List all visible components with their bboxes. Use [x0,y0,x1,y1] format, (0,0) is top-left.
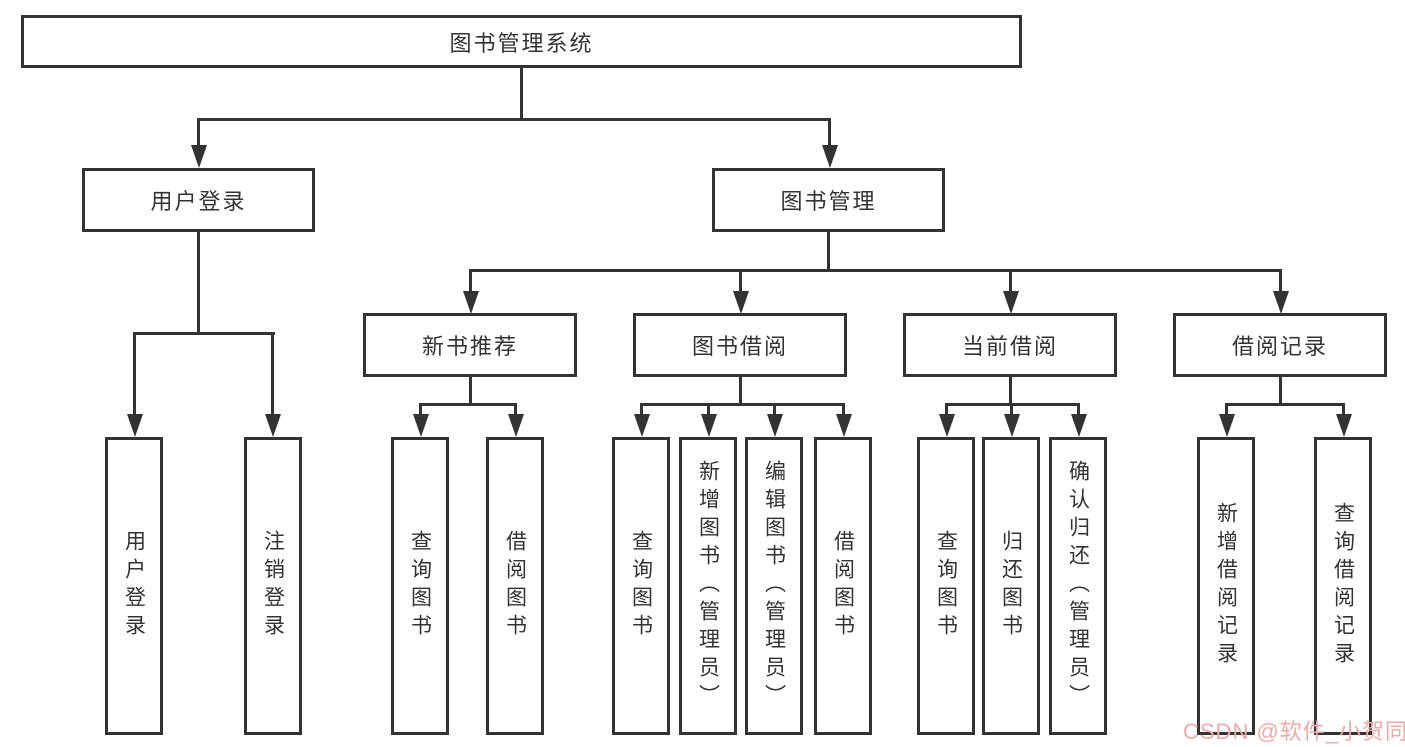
connector-book-mgmt-trunk [827,232,830,272]
node-new-book-recommendation: 新书推荐 [363,313,577,377]
connector-stem [945,403,948,417]
node-user-login-branch: 用户登录 [82,168,315,232]
leaf-user-login: 用户登录 [105,437,163,735]
connector-stem [271,332,274,417]
arrowhead-down-icon [822,145,838,168]
connector-splitter [1225,403,1345,406]
connector-section-trunk [1009,377,1012,406]
connector-section-trunk [739,377,742,406]
arrowhead-down-icon [733,291,749,314]
arrowhead-down-icon [701,414,717,437]
connector-level2-splitter [197,118,831,121]
connector-splitter [419,403,517,406]
leaf-query-books-borrow: 查询图书 [612,437,670,735]
arrowhead-down-icon [1273,291,1289,314]
connector-stem [828,118,831,149]
arrowhead-down-icon [1219,414,1235,437]
arrowhead-down-icon [1071,414,1087,437]
arrowhead-down-icon [836,414,852,437]
arrowhead-down-icon [191,145,207,168]
arrowhead-down-icon [1336,414,1352,437]
arrowhead-down-icon [463,291,479,314]
node-borrowing-records: 借阅记录 [1173,313,1387,377]
leaf-query-books-current: 查询图书 [917,437,975,735]
leaf-query-borrow-record: 查询借阅记录 [1314,437,1372,735]
arrowhead-down-icon [413,414,429,437]
node-root-system: 图书管理系统 [21,15,1022,68]
connector-stem [419,403,422,417]
arrowhead-down-icon [1004,414,1020,437]
arrowhead-down-icon [1003,291,1019,314]
connector-stem [842,403,845,417]
arrowhead-down-icon [634,414,650,437]
leaf-query-books-recommend: 查询图书 [391,437,449,735]
connector-stem [707,403,710,417]
leaf-add-borrow-record: 新增借阅记录 [1197,437,1255,735]
connector-root-trunk [520,68,523,120]
node-book-management-branch: 图书管理 [712,168,945,232]
connector-stem [1225,403,1228,417]
connector-stem [1342,403,1345,417]
leaf-logout: 注销登录 [244,437,302,735]
leaf-return-books: 归还图书 [982,437,1040,735]
arrowhead-down-icon [767,414,783,437]
connector-user-login-splitter [133,332,275,335]
arrowhead-down-icon [127,414,143,437]
leaf-confirm-return-admin: 确认归还（管理员） [1049,437,1107,735]
connector-stem [1009,269,1012,295]
connector-stem [133,332,136,417]
leaf-edit-books-admin: 编辑图书（管理员） [745,437,803,735]
connector-user-login-trunk [197,232,200,335]
connector-stem [514,403,517,417]
leaf-borrow-books-recommend: 借阅图书 [486,437,544,735]
connector-section-trunk [469,377,472,406]
connector-splitter [640,403,845,406]
leaf-borrow-books: 借阅图书 [814,437,872,735]
leaf-add-books-admin: 新增图书（管理员） [679,437,737,735]
node-current-borrowing: 当前借阅 [903,313,1117,377]
connector-section-trunk [1279,377,1282,406]
connector-stem [1077,403,1080,417]
connector-stem [1279,269,1282,295]
connector-stem [1010,403,1013,417]
connector-stem [469,269,472,295]
node-book-borrowing: 图书借阅 [633,313,847,377]
connector-stem [773,403,776,417]
arrowhead-down-icon [508,414,524,437]
arrowhead-down-icon [939,414,955,437]
connector-stem [640,403,643,417]
connector-stem [739,269,742,295]
connector-stem [197,118,200,149]
arrowhead-down-icon [265,414,281,437]
connector-level3-splitter [469,269,1282,272]
csdn-watermark: CSDN @软件_小贺同学 [1183,719,1405,744]
